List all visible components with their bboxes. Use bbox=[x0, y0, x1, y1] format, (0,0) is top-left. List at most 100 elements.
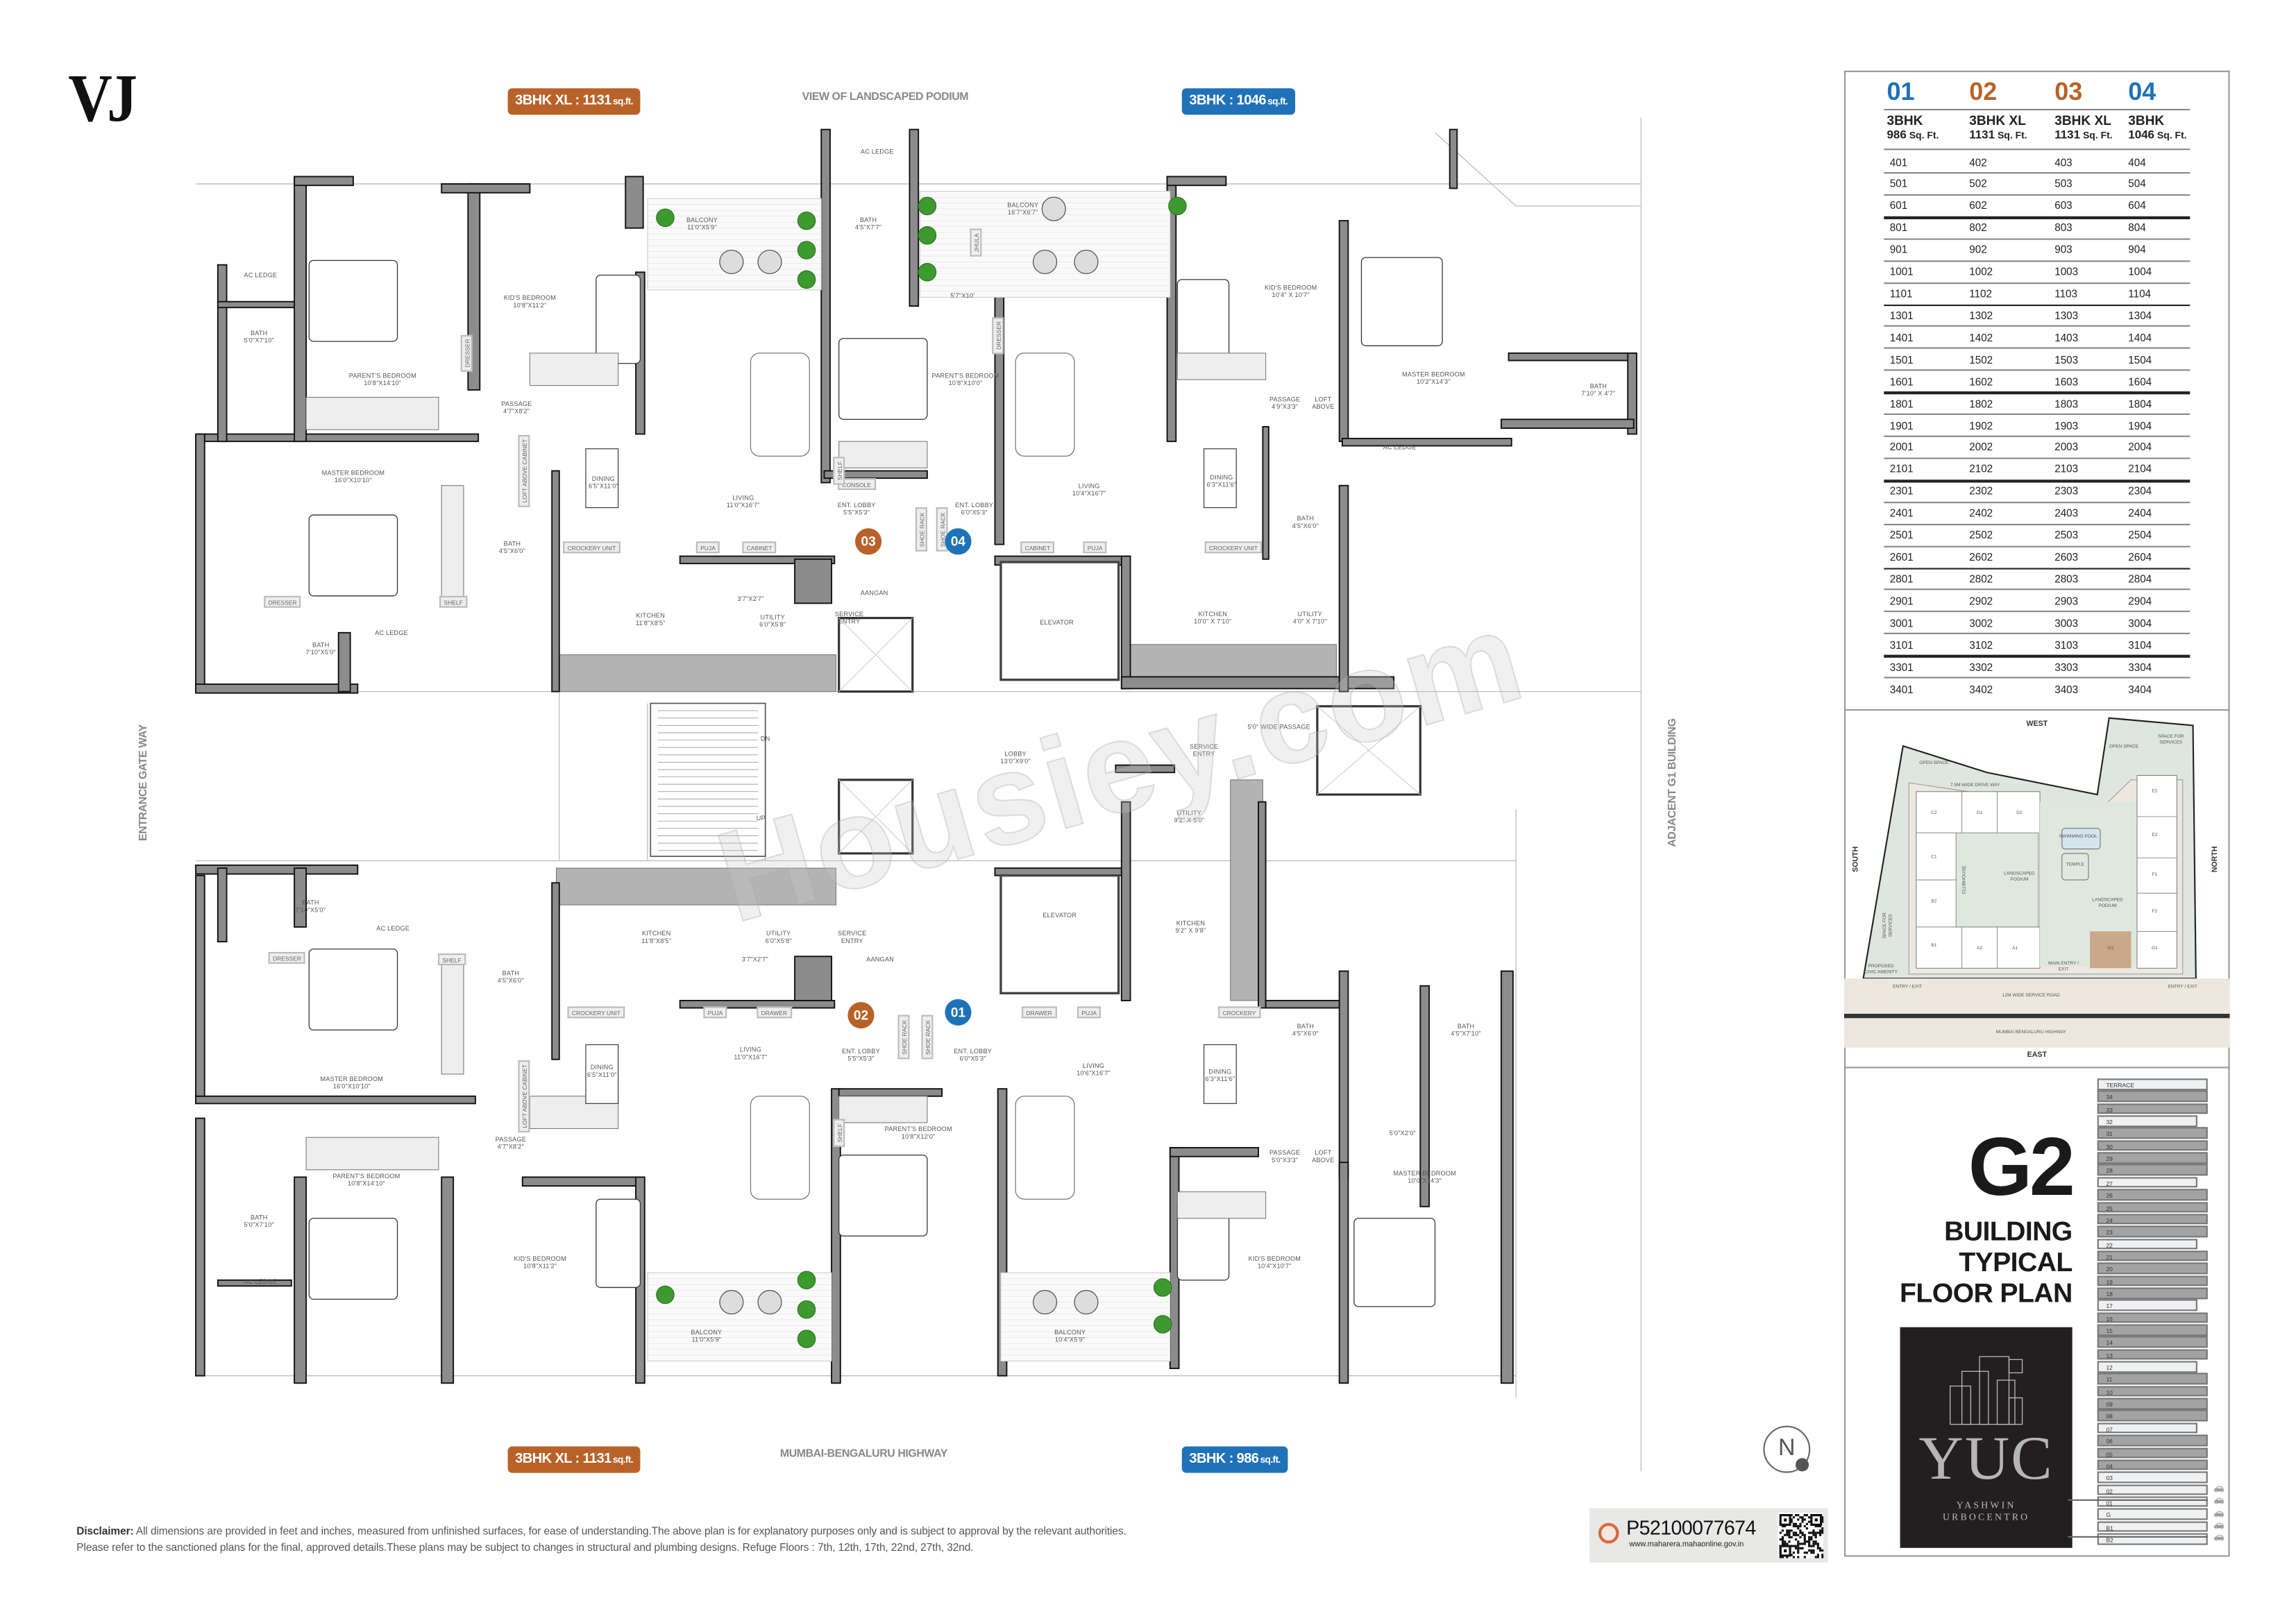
unit-number-cell: 2303 bbox=[2054, 484, 2079, 498]
room-name: BATH bbox=[1589, 382, 1607, 390]
unit-number-cell: 3401 bbox=[1889, 682, 1914, 696]
room-name: UP bbox=[756, 814, 766, 822]
fixture-label: CROCKERY UNIT bbox=[563, 541, 621, 554]
room-dimensions: 16'7"X6'7" bbox=[1007, 209, 1038, 216]
unit-number-header: 02 bbox=[1969, 78, 1998, 106]
qr-module bbox=[1794, 1533, 1798, 1536]
car-icon: 🚗 bbox=[2213, 1533, 2225, 1543]
room-label: ELEVATOR bbox=[1040, 618, 1074, 626]
room-dimensions: 6'0"X5'8" bbox=[765, 937, 792, 945]
room-dimensions: 4'7"X8'2" bbox=[503, 407, 530, 415]
room-dimensions: 16'0"X10'10" bbox=[334, 477, 372, 484]
shaft-cross bbox=[838, 618, 913, 692]
room-name: BALCONY bbox=[1054, 1328, 1086, 1336]
room-dimensions: 10'8"X14'10" bbox=[347, 1180, 386, 1188]
qr-code-icon[interactable] bbox=[1778, 1512, 1824, 1558]
unit-number-cell: 1103 bbox=[2054, 287, 2078, 300]
room-dimensions: 10'0"X14'3" bbox=[1408, 1177, 1442, 1185]
room-name: AC LEDGE bbox=[1383, 443, 1417, 451]
fixture-label: PUJA bbox=[703, 1006, 727, 1019]
unit-number-cell: 2803 bbox=[2054, 572, 2079, 586]
bed-icon bbox=[838, 338, 928, 420]
qr-module bbox=[1805, 1514, 1809, 1517]
key-plan-map bbox=[1843, 717, 2230, 1048]
qr-module bbox=[1781, 1524, 1784, 1528]
unit-number-cell: 1102 bbox=[1969, 287, 1993, 300]
qr-module bbox=[1788, 1540, 1791, 1543]
room-dimensions: 11'0"X5'9" bbox=[687, 223, 717, 231]
floor-level: 19 bbox=[2097, 1275, 2208, 1286]
floor-level: B1 bbox=[2097, 1520, 2208, 1532]
qr-module bbox=[1797, 1514, 1800, 1517]
unit-number-cell: 2903 bbox=[2054, 594, 2079, 608]
unit-area: 1131 Sq. Ft. bbox=[1969, 128, 2027, 141]
unit-marker-04: 04 bbox=[945, 528, 972, 555]
rera-url[interactable]: www.maharera.mahaonline.gov.in bbox=[1629, 1540, 1744, 1549]
room-dimensions: 11'0"X16'7" bbox=[726, 502, 760, 509]
room-name: PASSAGE bbox=[495, 1135, 526, 1144]
qr-module bbox=[1794, 1547, 1798, 1549]
unit-number-cell: 2902 bbox=[1969, 594, 1993, 608]
qr-module bbox=[1803, 1556, 1806, 1558]
room-name: AC LEDGE bbox=[376, 924, 410, 933]
floor-level: 12 bbox=[2097, 1361, 2197, 1373]
shaft bbox=[838, 779, 914, 855]
floor-level: 34 bbox=[2097, 1091, 2208, 1103]
badge-label: 3BHK : 986 bbox=[1189, 1450, 1259, 1468]
fixture-label: SHOE RACK bbox=[921, 1015, 934, 1060]
qr-module bbox=[1790, 1545, 1793, 1547]
qr-module bbox=[1799, 1543, 1802, 1545]
key-plan-label: B2 bbox=[1931, 897, 1937, 904]
unit-number-cell: 601 bbox=[1889, 198, 1908, 213]
unit-type: 3BHK bbox=[2128, 113, 2165, 128]
unit-number-cell: 2504 bbox=[2128, 528, 2152, 542]
bed-icon bbox=[1360, 257, 1443, 346]
qr-module bbox=[1812, 1545, 1815, 1547]
room-dimensions: 11'0"X5'9" bbox=[691, 1336, 722, 1344]
room-dimensions: 6'0"X5'3" bbox=[959, 1055, 986, 1063]
floor-level: 25 bbox=[2097, 1201, 2208, 1213]
row-rule bbox=[1884, 457, 2191, 459]
car-icon: 🚗 bbox=[2213, 1484, 2225, 1494]
floor-level: 14 bbox=[2097, 1336, 2208, 1348]
qr-module bbox=[1808, 1520, 1811, 1523]
room-dimensions: 6'3"X11'6" bbox=[1205, 1076, 1235, 1083]
qr-module bbox=[1790, 1529, 1793, 1532]
qr-module bbox=[1810, 1536, 1813, 1538]
key-plan-label: G2 bbox=[2107, 944, 2114, 951]
qr-module bbox=[1803, 1518, 1806, 1521]
room-dimensions: 4'5"X6'0" bbox=[498, 547, 526, 555]
wall bbox=[551, 882, 560, 1060]
room-name: AC LEDGE bbox=[244, 271, 278, 279]
wall bbox=[1338, 484, 1349, 692]
qr-module bbox=[1816, 1531, 1819, 1534]
room-name: DINING bbox=[591, 475, 615, 483]
bed-icon bbox=[308, 949, 398, 1030]
qr-module bbox=[1790, 1536, 1793, 1538]
wall bbox=[1262, 425, 1269, 560]
room-name: BATH bbox=[312, 641, 330, 649]
brand-mark: YUC bbox=[1918, 1425, 2054, 1494]
room-dimensions: 5'5"X5'3" bbox=[847, 1055, 875, 1063]
floor-level: 01 bbox=[2097, 1496, 2208, 1508]
qr-module bbox=[1797, 1552, 1800, 1554]
room-name: BATH bbox=[250, 1213, 268, 1221]
room-dimensions: 9'2" X 9'8" bbox=[1175, 926, 1206, 935]
room-label: 5'7"X10' bbox=[950, 292, 974, 300]
unit-number-cell: 903 bbox=[2054, 243, 2073, 257]
qr-module bbox=[1814, 1524, 1817, 1528]
key-plan-label: TEMPLE bbox=[2066, 860, 2085, 867]
room-name: BATH bbox=[502, 969, 520, 977]
key-plan-label: LANDSCAPED PODIUM bbox=[2004, 870, 2035, 882]
